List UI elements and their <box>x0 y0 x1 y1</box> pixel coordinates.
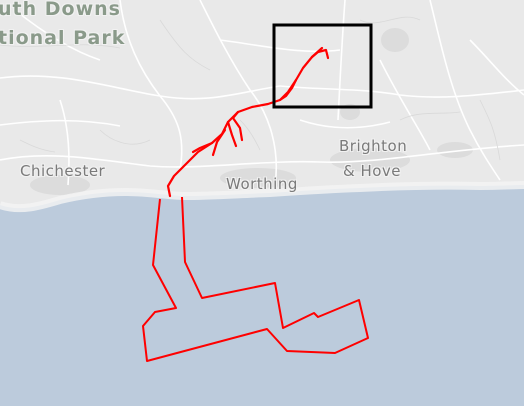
coastline <box>0 181 524 213</box>
park-label-line1: uth Downs <box>0 0 121 20</box>
place-label-hove: & Hove <box>343 162 402 180</box>
array-boundary <box>142 196 369 362</box>
minor-roads <box>0 16 501 161</box>
cable-route <box>166 46 330 198</box>
park-label-line2: tional Park <box>0 27 126 49</box>
place-label-worthing: Worthing <box>226 175 298 193</box>
highlight-box <box>272 23 373 109</box>
roads <box>0 0 524 186</box>
place-label-brighton: Brighton <box>339 137 408 155</box>
sea-area <box>0 185 524 406</box>
place-label-chichester: Chichester <box>20 162 106 180</box>
